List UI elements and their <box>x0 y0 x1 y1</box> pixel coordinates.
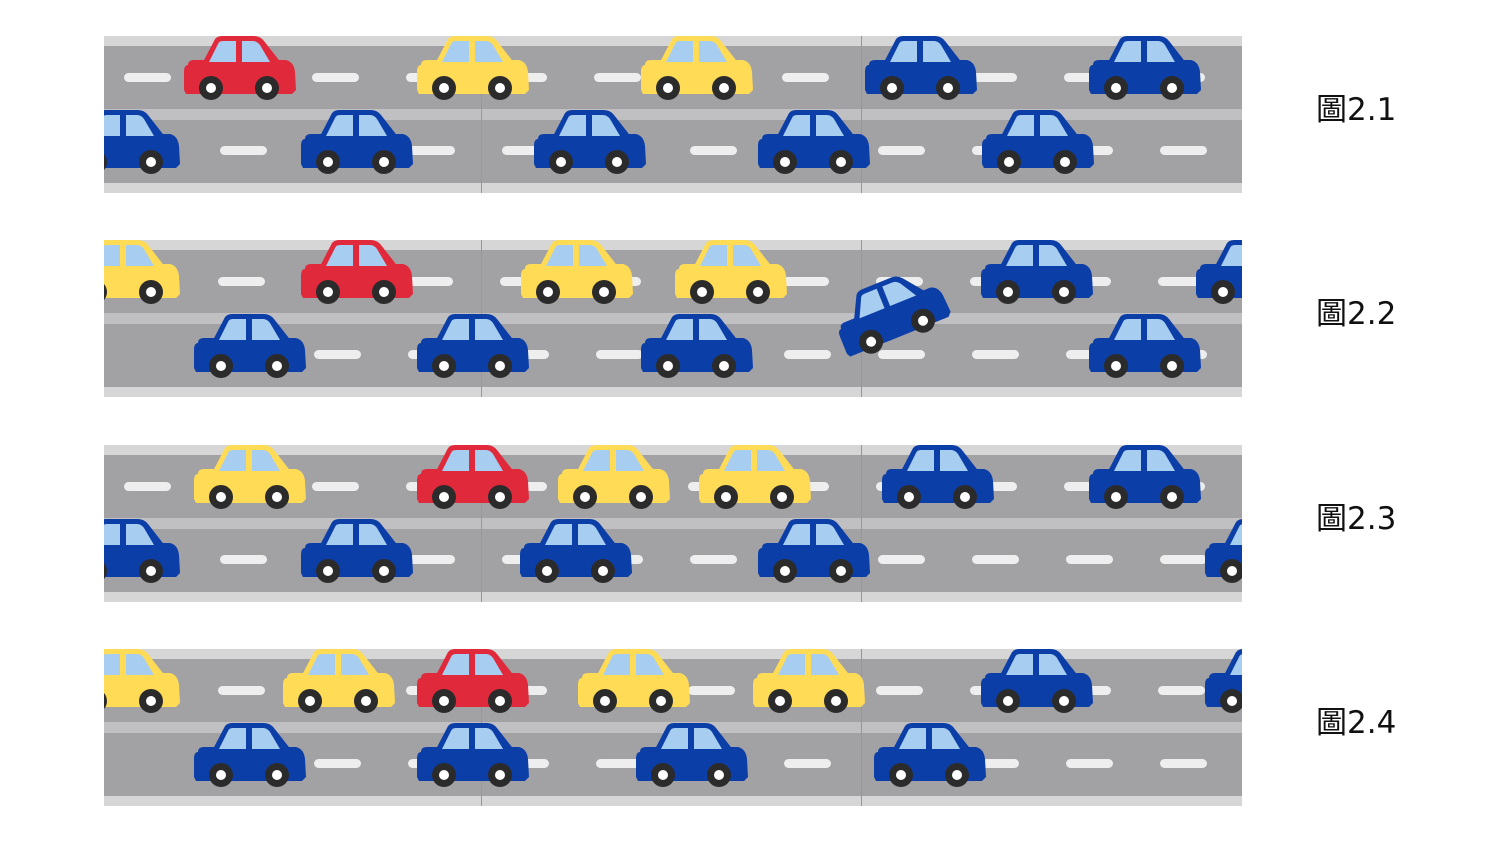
car-yellow-3-3 <box>558 445 670 509</box>
figure-caption-4: 圖2.4 <box>1316 705 1397 741</box>
car-blue-1-8 <box>534 110 646 174</box>
car-blue-2-5 <box>839 276 951 357</box>
car-yellow-1-3 <box>641 36 753 100</box>
car-blue-1-10 <box>982 110 1094 174</box>
car-red-3-2 <box>417 445 529 509</box>
car-yellow-2-4 <box>675 240 787 304</box>
figure-caption-1: 圖2.1 <box>1316 92 1397 128</box>
car-yellow-4-2 <box>283 649 395 713</box>
car-blue-1-7 <box>301 110 413 174</box>
car-yellow-4-5 <box>753 649 865 713</box>
car-blue-2-10 <box>641 314 753 378</box>
car-blue-4-10 <box>636 723 748 787</box>
car-red-4-3 <box>417 649 529 713</box>
car-blue-2-11 <box>1089 314 1201 378</box>
car-blue-2-6 <box>981 240 1093 304</box>
car-blue-3-8 <box>301 519 413 583</box>
car-blue-3-9 <box>520 519 632 583</box>
car-blue-1-9 <box>758 110 870 174</box>
car-blue-1-4 <box>865 36 977 100</box>
figure-caption-3: 圖2.3 <box>1316 501 1397 537</box>
road-svg-1 <box>104 36 1242 193</box>
car-yellow-4-1 <box>104 649 180 713</box>
road-svg-2 <box>104 240 1242 397</box>
car-yellow-4-4 <box>578 649 690 713</box>
road-figure-3 <box>104 445 1242 602</box>
car-blue-4-9 <box>417 723 529 787</box>
car-yellow-3-4 <box>699 445 811 509</box>
car-blue-2-9 <box>417 314 529 378</box>
car-blue-1-5 <box>1089 36 1201 100</box>
car-blue-4-6 <box>981 649 1093 713</box>
car-yellow-1-2 <box>417 36 529 100</box>
road-figure-4 <box>104 649 1242 806</box>
car-blue-4-11 <box>874 723 986 787</box>
car-yellow-3-1 <box>194 445 306 509</box>
car-blue-4-7 <box>1205 649 1242 713</box>
car-blue-2-8 <box>194 314 306 378</box>
car-blue-1-6 <box>104 110 180 174</box>
car-blue-3-6 <box>1089 445 1201 509</box>
car-blue-3-7 <box>104 519 180 583</box>
road-figure-2 <box>104 240 1242 397</box>
car-yellow-2-1 <box>104 240 180 304</box>
road-figure-1 <box>104 36 1242 193</box>
figure-caption-2: 圖2.2 <box>1316 296 1397 332</box>
car-red-2-2 <box>301 240 413 304</box>
car-blue-3-5 <box>882 445 994 509</box>
car-red-1-1 <box>184 36 296 100</box>
car-blue-4-8 <box>194 723 306 787</box>
road-svg-4 <box>104 649 1242 806</box>
car-blue-3-11 <box>1205 519 1242 583</box>
road-svg-3 <box>104 445 1242 602</box>
car-blue-3-10 <box>758 519 870 583</box>
car-blue-2-7 <box>1196 240 1242 304</box>
car-yellow-2-3 <box>521 240 633 304</box>
